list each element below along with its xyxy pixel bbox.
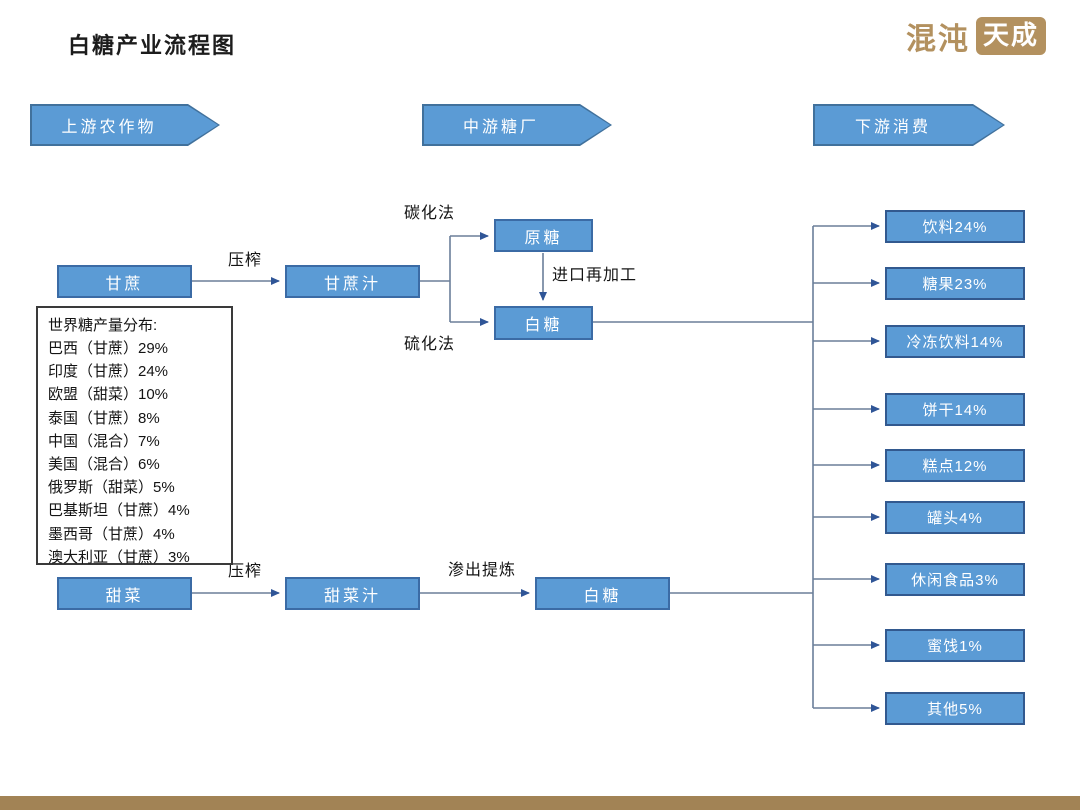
consumption-box-beverage: 饮料24% xyxy=(885,210,1025,243)
production-item-brazil: 巴西（甘蔗）29% xyxy=(48,340,169,357)
banner-label: 上游农作物 xyxy=(61,119,157,136)
node-raw-sugar: 原糖 xyxy=(494,219,593,252)
banner-arrow-fill xyxy=(815,106,1003,144)
node-beet-juice: 甜菜汁 xyxy=(285,577,420,610)
consumption-box-snack-food: 休闲食品3% xyxy=(885,563,1025,596)
label-pressing-cane: 压榨 xyxy=(227,252,262,269)
production-item-china: 中国（混合）7% xyxy=(48,432,160,450)
world-production-title: 世界糖产量分布: xyxy=(48,317,158,334)
production-item-mexico: 墨西哥（甘蔗）4% xyxy=(48,525,175,543)
production-item-thailand: 泰国（甘蔗）8% xyxy=(48,409,160,427)
production-item-eu: 欧盟（甜菜）10% xyxy=(48,386,169,404)
label-carbonation-method: 碳化法 xyxy=(404,205,456,222)
node-sugarcane: 甘蔗 xyxy=(57,265,192,298)
logo-text-left: 混沌 xyxy=(905,23,970,56)
consumption-box-other: 其他5% xyxy=(885,692,1025,725)
consumption-box-canned: 罐头4% xyxy=(885,501,1025,534)
node-beet: 甜菜 xyxy=(57,577,192,610)
node-white-sugar-bottom: 白糖 xyxy=(535,577,670,610)
label-extraction-refining: 渗出提炼 xyxy=(447,562,516,579)
brand-logo: 混沌 天成 xyxy=(906,14,1046,58)
consumption-box-candy: 糖果23% xyxy=(885,267,1025,300)
banner-label: 中游糖厂 xyxy=(462,119,539,136)
production-item-australia: 澳大利亚（甘蔗）3% xyxy=(48,548,190,566)
banner-arrow-fill xyxy=(424,106,610,144)
consumption-box-pastry: 糕点12% xyxy=(885,449,1025,482)
production-item-pakistan: 巴基斯坦（甘蔗）4% xyxy=(48,502,190,520)
banner-label: 下游消费 xyxy=(854,119,931,136)
label-import-reprocess: 进口再加工 xyxy=(552,267,638,284)
label-pressing-beet: 压榨 xyxy=(227,563,262,580)
banner-arrow-fill xyxy=(32,106,218,144)
consumption-box-frozen-drinks: 冷冻饮料14% xyxy=(885,325,1025,358)
label-sulfitation-method: 硫化法 xyxy=(404,336,456,353)
bottom-gold-bar xyxy=(0,796,1080,810)
banner-midstream-mills: 中游糖厂 xyxy=(422,104,612,146)
world-production-box: 世界糖产量分布: 巴西（甘蔗）29% 印度（甘蔗）24% 欧盟（甜菜）10% 泰… xyxy=(36,306,233,566)
node-white-sugar-top: 白糖 xyxy=(494,306,593,340)
consumption-box-biscuit: 饼干14% xyxy=(885,393,1025,426)
page-title: 白糖产业流程图 xyxy=(68,33,237,58)
banner-downstream-consumption: 下游消费 xyxy=(813,104,1005,146)
production-item-russia: 俄罗斯（甜菜）5% xyxy=(48,479,175,497)
banner-upstream-crops: 上游农作物 xyxy=(30,104,220,146)
logo-text-right: 天成 xyxy=(975,17,1046,55)
production-item-india: 印度（甘蔗）24% xyxy=(48,363,169,381)
production-item-usa: 美国（混合）6% xyxy=(48,456,160,474)
node-cane-juice: 甘蔗汁 xyxy=(285,265,420,298)
consumption-box-preserved-fruit: 蜜饯1% xyxy=(885,629,1025,662)
